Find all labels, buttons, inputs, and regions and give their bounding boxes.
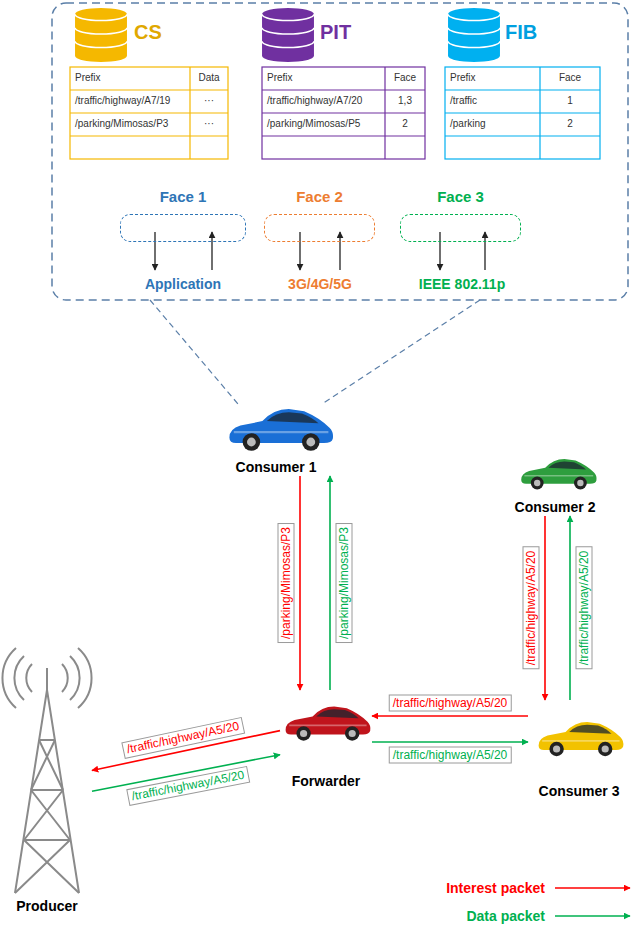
table-cell: /traffic/highway/A7/19 xyxy=(75,94,170,108)
packet-name: /traffic/highway/A5/20 xyxy=(389,695,512,712)
packet-name: /traffic/highway/A5/20 xyxy=(122,717,245,759)
table-cell: 2 xyxy=(567,117,573,131)
packet-arrow xyxy=(569,516,571,700)
interface-label: 3G/4G/5G xyxy=(288,277,352,291)
vehicle-node: Consumer 2 xyxy=(505,448,605,516)
packet-arrow xyxy=(372,715,528,717)
table-cell: Prefix xyxy=(75,71,101,85)
table-cell: /traffic/highway/A7/20 xyxy=(267,94,362,108)
table-cell: Prefix xyxy=(267,71,293,85)
packet-name: /parking/Mimosas/P3 xyxy=(278,523,295,643)
packet-name: /traffic/highway/A5/20 xyxy=(389,747,512,764)
legend-text: Interest packet xyxy=(446,879,545,897)
packet-arrow xyxy=(544,516,546,700)
face-heading: Face 1 xyxy=(160,188,207,206)
face-heading: Face 3 xyxy=(437,188,484,206)
face-box xyxy=(264,214,375,242)
table-cell: 1 xyxy=(567,94,573,108)
node-label: Consumer 2 xyxy=(515,498,596,516)
node-label: Consumer 1 xyxy=(236,458,317,476)
table-cell: ··· xyxy=(204,117,214,131)
face-box xyxy=(120,214,246,242)
table-title: CS xyxy=(134,20,162,44)
packet-name: /traffic/highway/A5/20 xyxy=(576,547,593,670)
face-box xyxy=(400,214,521,242)
node-label: Forwarder xyxy=(292,772,360,790)
table-cell: Face xyxy=(394,71,416,85)
table-cell: /parking/Mimosas/P3 xyxy=(75,117,168,131)
table-cell: Prefix xyxy=(450,71,476,85)
table-cell: Face xyxy=(559,71,581,85)
interface-label: Application xyxy=(145,277,221,291)
packet-arrow xyxy=(329,476,331,690)
interface-label: IEEE 802.11p xyxy=(419,277,505,291)
packet-name: /parking/Mimosas/P3 xyxy=(336,523,353,643)
table-cell: /parking xyxy=(450,117,486,131)
vehicle-node: Forwarder xyxy=(280,690,372,790)
packet-arrow xyxy=(299,476,301,690)
face-heading: Face 2 xyxy=(296,188,343,206)
legend-text: Data packet xyxy=(466,907,545,925)
table-title: PIT xyxy=(320,20,351,44)
node-label: Consumer 3 xyxy=(539,782,620,800)
vehicle-node: Consumer 1 xyxy=(212,398,340,476)
table-cell: /traffic xyxy=(450,94,477,108)
face-node: Face 2 xyxy=(262,188,377,246)
node-label: Producer xyxy=(16,897,77,915)
table-cell: 1,3 xyxy=(398,94,412,108)
packet-name: /traffic/highway/A5/20 xyxy=(127,766,251,806)
vehicle-node: Consumer 3 xyxy=(528,700,630,800)
table-title: FIB xyxy=(505,20,537,44)
table-cell: /parking/Mimosas/P5 xyxy=(267,117,360,131)
face-node: Face 1 xyxy=(118,188,248,246)
table-cell: 2 xyxy=(402,117,408,131)
legend-sample xyxy=(555,915,630,917)
face-node: Face 3 xyxy=(398,188,523,246)
vehicle-node: Producer xyxy=(2,650,92,915)
legend-sample xyxy=(555,887,630,889)
packet-arrow xyxy=(372,741,528,743)
table-cell: Data xyxy=(198,71,219,85)
table-cell: ··· xyxy=(204,94,214,108)
packet-name: /traffic/highway/A5/20 xyxy=(523,547,540,670)
